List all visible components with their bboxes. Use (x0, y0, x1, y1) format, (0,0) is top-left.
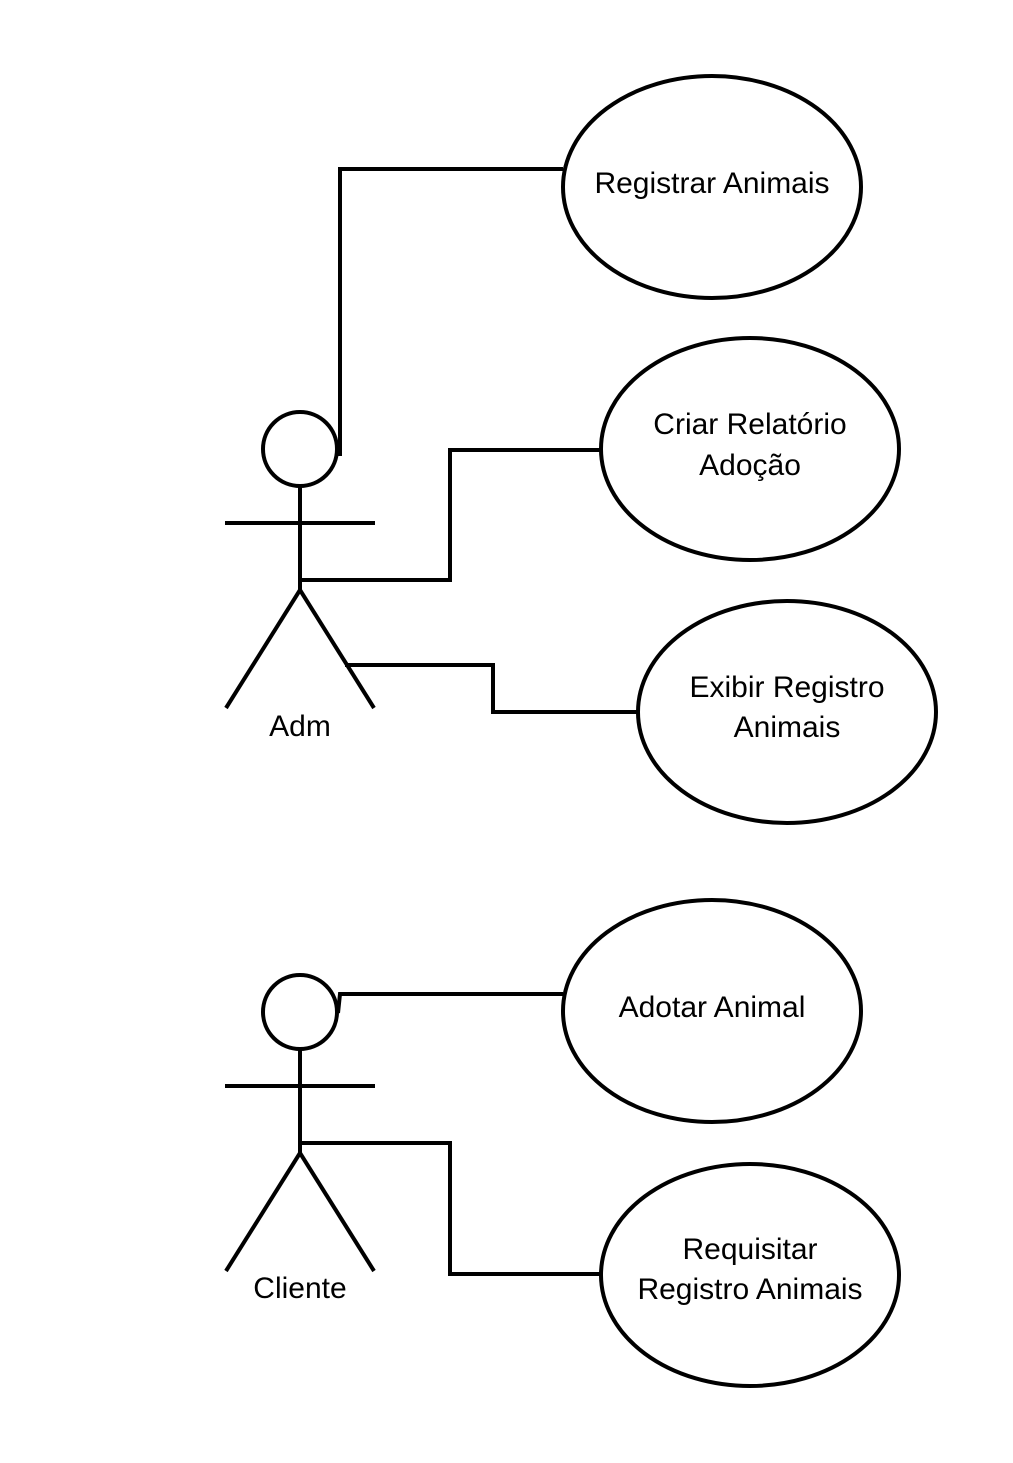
actor-head (261, 973, 339, 1051)
associations (300, 167, 638, 1276)
use-case-label-line-2: Animais (734, 711, 841, 744)
use-case-criar-relatorio-adocao[interactable]: Criar Relatório Adoção (599, 336, 901, 562)
actor-adm[interactable]: Adm (224, 410, 376, 743)
actor-left-leg (224, 1151, 302, 1273)
use-case-requisitar-registro-animais[interactable]: Requisitar Registro Animais (599, 1162, 901, 1388)
use-case-label-line-2: Registro Animais (637, 1273, 862, 1306)
use-case-label: Registrar Animais (594, 167, 829, 200)
use-case-ellipse (561, 898, 863, 1124)
actor-cliente[interactable]: Cliente (224, 973, 376, 1305)
actor-right-leg (298, 588, 376, 710)
association-adm-criar-relatorio-adocao (300, 448, 601, 582)
use-case-adotar-animal[interactable]: Adotar Animal (561, 898, 863, 1124)
actor-label: Adm (269, 710, 331, 743)
use-case-ellipse (599, 1162, 901, 1388)
association-adm-exibir-registro-animais (345, 663, 638, 714)
use-case-label-line-2: Adoção (699, 449, 801, 482)
use-case-ellipse (599, 336, 901, 562)
actor-head (261, 410, 339, 488)
actor-right-leg (298, 1151, 376, 1273)
use-case-ellipse (561, 74, 863, 300)
use-case-exibir-registro-animais[interactable]: Exibir Registro Animais (636, 599, 938, 825)
actor-left-leg (224, 588, 302, 710)
use-case-label-line-1: Requisitar (682, 1233, 817, 1266)
association-cliente-adotar-animal (336, 992, 563, 1014)
association-adm-registrar-animais (338, 167, 563, 456)
use-case-ellipse (636, 599, 938, 825)
association-cliente-requisitar-registro-animais (300, 1141, 601, 1276)
actor-label: Cliente (253, 1272, 346, 1305)
use-case-registrar-animais[interactable]: Registrar Animais (561, 74, 863, 300)
use-case-label-line-1: Exibir Registro (689, 671, 884, 704)
use-case-label: Adotar Animal (619, 991, 806, 1024)
use-case-label-line-1: Criar Relatório (653, 408, 846, 441)
